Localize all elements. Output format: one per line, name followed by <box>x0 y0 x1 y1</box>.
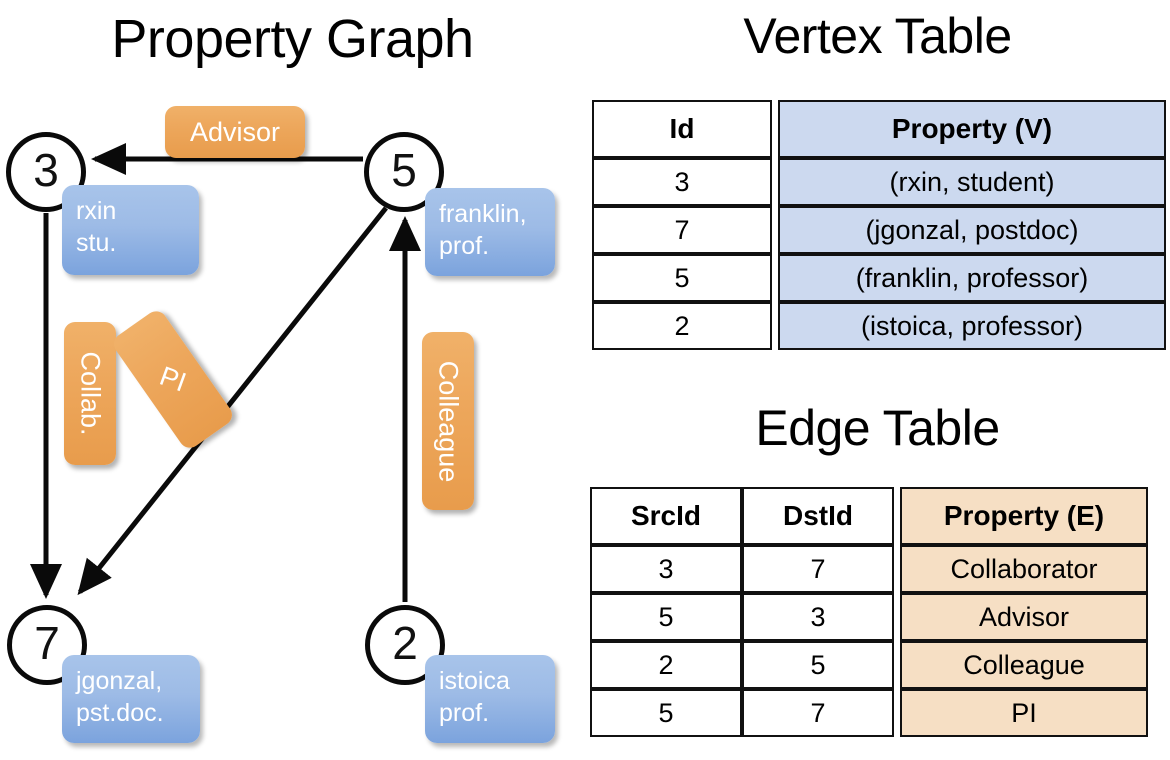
vertex-row-3-gap <box>772 302 778 350</box>
table-row[interactable]: 2 5 Colleague <box>590 641 1148 689</box>
graph-node-5-label: 5 <box>391 144 417 196</box>
table-row[interactable]: 5 (franklin, professor) <box>592 254 1166 302</box>
vertex-table-column-gap <box>772 100 778 158</box>
vertex-row-2-property: (franklin, professor) <box>778 254 1166 302</box>
edge-row-0-gap <box>894 545 900 593</box>
vertex-row-0-gap <box>772 158 778 206</box>
graph-node-5-property-box: franklin, prof. <box>425 188 555 276</box>
edge-table-header-property: Property (E) <box>900 487 1148 545</box>
vertex-row-0-id: 3 <box>592 158 772 206</box>
edge-label-collab-text: Collab. <box>75 351 106 436</box>
vertex-row-1-gap <box>772 206 778 254</box>
table-row[interactable]: 5 7 PI <box>590 689 1148 737</box>
graph-node-2[interactable]: 2 <box>365 605 445 685</box>
edge-row-1-property: Advisor <box>900 593 1148 641</box>
edge-row-3-dst: 7 <box>742 689 894 737</box>
edge-row-0-src: 3 <box>590 545 742 593</box>
graph-node-5-property-line2: prof. <box>439 232 490 260</box>
edge-row-2-property: Colleague <box>900 641 1148 689</box>
vertex-row-0-property: (rxin, student) <box>778 158 1166 206</box>
graph-node-7-property-line2: pst.doc. <box>76 699 164 727</box>
graph-node-3-property-line1: rxin <box>76 197 117 225</box>
edge-row-1-src: 5 <box>590 593 742 641</box>
page-title-edge-table: Edge Table <box>755 400 1000 456</box>
vertex-row-3-property: (istoica, professor) <box>778 302 1166 350</box>
graph-node-2-property-line2: prof. <box>439 699 490 727</box>
graph-node-3-label: 3 <box>33 144 59 196</box>
vertex-table-header-row: Id Property (V) <box>592 100 1166 158</box>
edge-label-pi-text: PI <box>156 360 191 398</box>
graph-node-2-label: 2 <box>392 617 418 669</box>
edge-row-1-dst: 3 <box>742 593 894 641</box>
page-title-property-graph: Property Graph <box>111 9 474 69</box>
table-row[interactable]: 7 (jgonzal, postdoc) <box>592 206 1166 254</box>
graph-node-2-property-box: istoica prof. <box>425 655 555 743</box>
edge-row-3-src: 5 <box>590 689 742 737</box>
page-title-vertex-table: Vertex Table <box>743 8 1012 64</box>
edge-label-advisor: Advisor <box>165 106 305 158</box>
edge-row-2-gap <box>894 641 900 689</box>
property-graph-diagram: 3 5 7 2 rxin stu. franklin, prof. jgonza… <box>6 106 555 743</box>
edge-table-header-dstid: DstId <box>742 487 894 545</box>
edge-row-2-dst: 5 <box>742 641 894 689</box>
edge-row-0-property: Collaborator <box>900 545 1148 593</box>
vertex-row-2-id: 5 <box>592 254 772 302</box>
edge-table: SrcId DstId Property (E) 3 7 Collaborato… <box>590 487 1148 737</box>
edge-row-0-dst: 7 <box>742 545 894 593</box>
edge-label-colleague: Colleague <box>422 332 474 510</box>
edge-label-advisor-text: Advisor <box>189 116 281 147</box>
vertex-row-3-id: 2 <box>592 302 772 350</box>
edge-label-collab: Collab. <box>64 322 116 465</box>
table-row[interactable]: 3 (rxin, student) <box>592 158 1166 206</box>
graph-node-7-label: 7 <box>34 617 60 669</box>
edge-5-to-7 <box>77 206 388 596</box>
edge-row-2-src: 2 <box>590 641 742 689</box>
edge-table-column-gap <box>894 487 900 545</box>
table-row[interactable]: 5 3 Advisor <box>590 593 1148 641</box>
graph-edge-lines <box>30 143 421 602</box>
graph-node-3-property-box: rxin stu. <box>62 185 199 275</box>
vertex-table: Id Property (V) 3 (rxin, student) 7 (jgo… <box>592 100 1166 350</box>
vertex-row-2-gap <box>772 254 778 302</box>
vertex-row-1-id: 7 <box>592 206 772 254</box>
vertex-row-1-property: (jgonzal, postdoc) <box>778 206 1166 254</box>
graph-node-2-property-line1: istoica <box>439 667 510 695</box>
edge-row-1-gap <box>894 593 900 641</box>
graph-node-5[interactable]: 5 <box>364 132 444 212</box>
table-row[interactable]: 2 (istoica, professor) <box>592 302 1166 350</box>
edge-row-3-property: PI <box>900 689 1148 737</box>
graph-node-7-property-line1: jgonzal, <box>76 667 163 695</box>
graph-node-3-property-line2: stu. <box>76 229 117 257</box>
vertex-table-header-id: Id <box>592 100 772 158</box>
edge-table-header-srcid: SrcId <box>590 487 742 545</box>
edge-row-3-gap <box>894 689 900 737</box>
edge-table-header-row: SrcId DstId Property (E) <box>590 487 1148 545</box>
graph-node-5-property-line1: franklin, <box>439 200 527 228</box>
vertex-table-header-property: Property (V) <box>778 100 1166 158</box>
graph-node-7-property-box: jgonzal, pst.doc. <box>62 655 200 743</box>
table-row[interactable]: 3 7 Collaborator <box>590 545 1148 593</box>
edge-label-colleague-text: Colleague <box>433 360 464 482</box>
